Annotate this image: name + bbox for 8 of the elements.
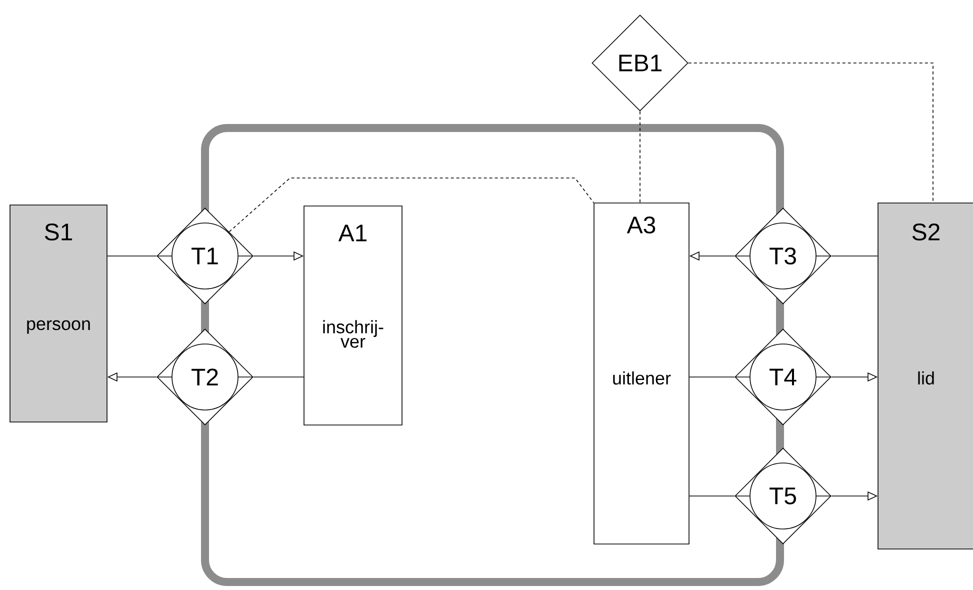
actor-box: S1 persoon	[10, 204, 108, 422]
actor-box: A3 uitlener	[594, 202, 690, 544]
connector-line	[253, 376, 304, 378]
actor-box: S2 lid	[878, 202, 973, 550]
connector-line	[228, 178, 594, 232]
connector-line	[688, 62, 934, 203]
actor-box: A1 inschrij- ver	[304, 206, 402, 426]
connector-line	[689, 376, 735, 378]
